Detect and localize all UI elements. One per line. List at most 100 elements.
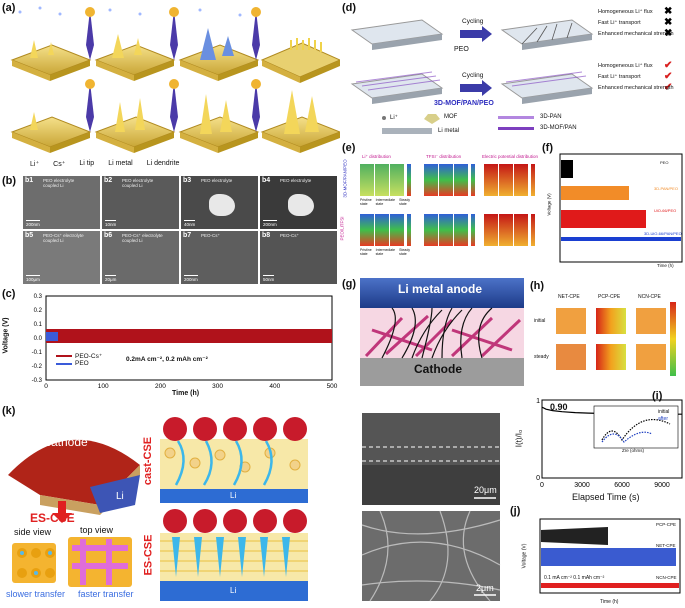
panel-label-k: (k) — [2, 405, 16, 417]
sem-tile-id: b8 — [262, 232, 271, 239]
j-xlabel: Time (h) — [600, 599, 619, 605]
sem-scale-bar: 200nm — [184, 275, 198, 282]
series-peo-band — [46, 332, 58, 341]
svg-text:✔: ✔ — [664, 60, 672, 71]
d-legend-mof: MOF — [444, 114, 458, 120]
sem-tile-caption: PEO-Cs⁺ — [201, 233, 220, 238]
slab-3 — [178, 44, 260, 81]
k-slower-label: slower transfer — [6, 589, 66, 599]
chart-i-frame — [541, 399, 683, 479]
svg-text:✖: ✖ — [664, 17, 672, 28]
sem-tile-id: b1 — [25, 177, 34, 184]
f-legend-2: 3D-PAN/PEO — [654, 186, 678, 191]
sem-tile-caption: PEO-Cs⁺ electrolyte coupled Li — [122, 233, 163, 243]
c-xtick: 300 — [212, 383, 223, 390]
svg-text:1: 1 — [536, 398, 540, 405]
panel-k-illustration — [8, 413, 501, 602]
sem-scale-bar: 200nm — [263, 220, 277, 227]
panel-label-f: (f) — [542, 142, 553, 154]
chart-j — [539, 518, 681, 594]
c-legend-label-2: PEO — [75, 360, 89, 367]
panel-label-e: (e) — [342, 142, 356, 154]
j-legend-1: PCP-CPE — [656, 522, 677, 527]
k-li-label-cast: Li — [230, 491, 237, 500]
arrow-a3 — [251, 7, 261, 60]
d-check-1-a: Homogeneous Li⁺ flux — [598, 9, 653, 15]
sem-tile-caption: PEO-Cs⁺ — [280, 233, 299, 238]
legend-li-metal: Li metal — [108, 160, 133, 167]
j-note: 0.1 mA cm⁻² 0.1 mAh cm⁻² — [544, 575, 605, 581]
sem-particle — [288, 194, 314, 216]
sem-tile-caption: PEO electrolyte coupled Li — [122, 178, 154, 188]
c-ytick: 0.3 — [34, 294, 43, 300]
e-row-1: 3D-MOF/PAN/PEO — [342, 159, 348, 198]
k-li-label: Li — [116, 491, 124, 502]
f-legend-3: UiO-66/PEO — [654, 208, 677, 213]
i-xlabel: Elapsed Time (s) — [572, 492, 640, 502]
h-col-2: PCP-CPE — [598, 294, 621, 300]
c-ytick: 0.0 — [34, 336, 43, 342]
j-ylabel: Voltage (V) — [521, 543, 528, 569]
j-series-pcp — [541, 527, 608, 545]
f-series-3dpan — [561, 186, 629, 200]
e-header-2: TFSI⁻ distribution — [426, 154, 462, 159]
g-top-label: Li metal anode — [398, 282, 483, 296]
i-inset — [593, 405, 679, 449]
series-peo-cs-band — [46, 329, 332, 343]
d-check-1-b: Fast Li⁺ transport — [598, 20, 641, 26]
h-col-3: NCN-CPE — [638, 294, 661, 300]
panel-a-legend: Li⁺ Cs⁺ Li tip Li metal Li dendrite — [30, 160, 179, 168]
slab-4 — [260, 42, 340, 83]
c-note: 0.2mA cm⁻², 0.2 mAh cm⁻² — [126, 356, 208, 363]
d-row2-label: 3D-MOF/PAN/PEO — [434, 100, 494, 107]
panel-e-maps — [360, 164, 535, 246]
i-xtick: 6000 — [614, 482, 630, 489]
panel-a: (a) — [0, 0, 340, 175]
d-legend-mofpan: 3D-MOF/PAN — [540, 125, 577, 131]
legend-c — [56, 355, 72, 365]
panel-h: (h) NET-CPE PCP-CPE NCN-CPE initial stea… — [530, 280, 685, 388]
f-ylabel: Voltage (V) — [546, 193, 552, 216]
d-legend-3dpan: 3D-PAN — [540, 114, 562, 120]
sem-scale-bar: 200nm — [26, 220, 40, 227]
svg-text:✖: ✖ — [664, 6, 672, 17]
sem-tile-caption: PEO electrolyte — [201, 178, 233, 183]
c-xtick: 200 — [155, 383, 166, 390]
panel-label-b: (b) — [2, 175, 17, 187]
i-inset-legend-2: after — [658, 416, 669, 422]
j-series-net — [541, 548, 676, 566]
e-state-steady: Steady state — [399, 198, 411, 206]
panel-g: (g) Li metal anode Cathode — [342, 270, 527, 390]
slab-2 — [94, 44, 176, 81]
k-es-side-label: ES-CSE — [142, 534, 155, 576]
sem-tile-caption: PEO electrolyte coupled Li — [43, 178, 75, 188]
c-ytick: -0.3 — [32, 378, 43, 384]
panel-j: (j) PCP-CPE NET-CPE NCN-CPE 0.1 mA cm⁻² … — [510, 505, 685, 608]
f-legend-4: 3D-UiO-66/PAN/PEO — [644, 231, 682, 236]
i-xtick: 3000 — [574, 482, 590, 489]
e-row-2: PEO/LiTFSI — [339, 216, 345, 241]
f-series-peo — [561, 160, 573, 178]
svg-text:✖: ✖ — [664, 28, 672, 39]
legend-li-tip: Li tip — [79, 160, 95, 167]
k-cathode-label: cathode — [45, 435, 88, 449]
e-header-1: Li⁺ distribution — [362, 154, 391, 159]
i-ylabel: I(t)/I₀ — [514, 429, 524, 448]
h-col-1: NET-CPE — [558, 294, 580, 300]
svg-text:✔: ✔ — [664, 71, 672, 82]
d-legend-li: Li⁺ — [390, 115, 398, 121]
chart-f — [559, 153, 683, 263]
j-series-ncn — [541, 583, 679, 588]
d-legend-li-metal: Li metal — [438, 128, 460, 134]
sem-tile-id: b2 — [104, 177, 113, 184]
sem-tile-caption: PEO electrolyte — [280, 178, 312, 183]
c-xtick: 500 — [327, 383, 338, 390]
i-xtick: 9000 — [654, 482, 670, 489]
